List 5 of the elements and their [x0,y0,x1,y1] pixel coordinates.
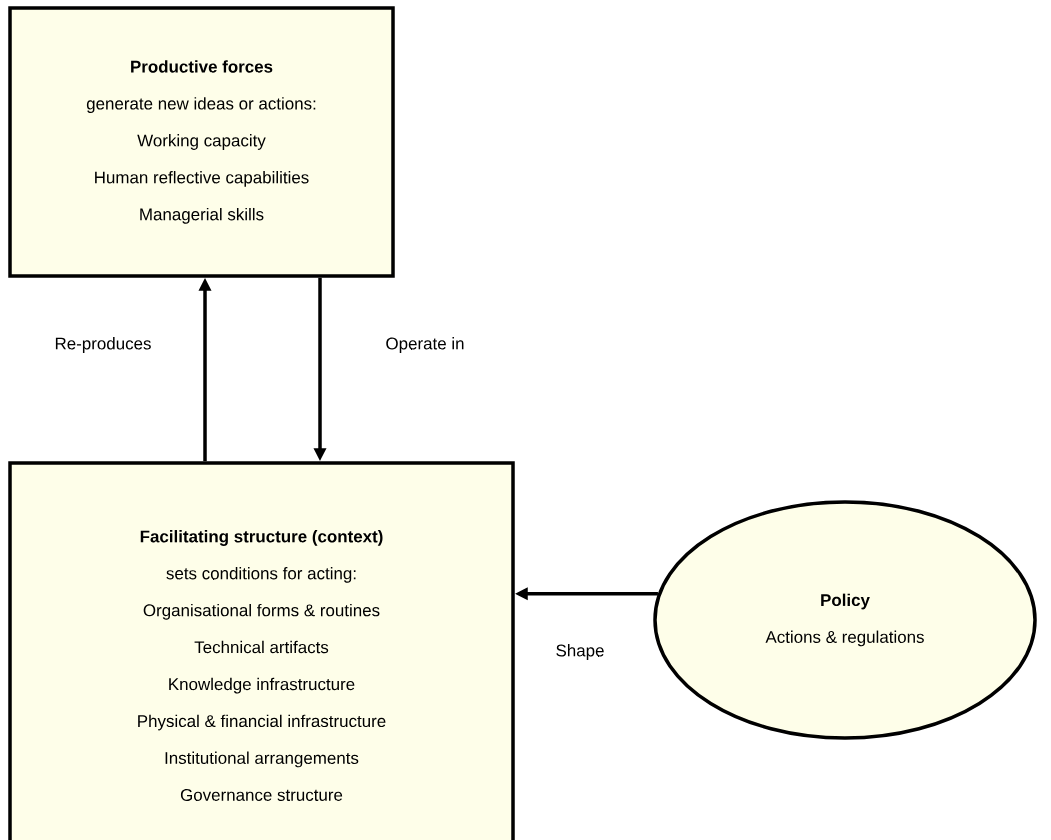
edge-label: Shape [554,643,606,661]
edge-label: Re-produces [53,336,153,354]
edge-label: Operate in [384,336,466,354]
process-box: Facilitating structure (context) sets conditions for acting: Organisational forms & routines Technical artifacts Knowledge infrastructure Physical & financial infrastructure Institutional arrangements Governance structure [8,461,515,840]
process-box: Productive forces generate new ideas or actions: Working capacity Human reflective capabilities Managerial skills [8,6,395,278]
